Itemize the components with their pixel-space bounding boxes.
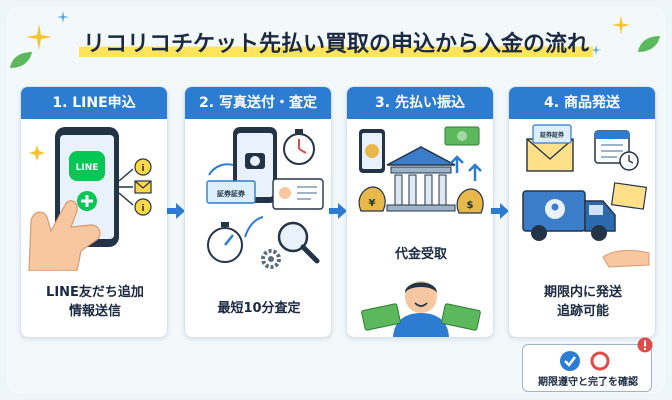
smartphone-line-icon: LINE i i — [28, 127, 152, 271]
bank-transfer-icon: ¥ $ — [358, 126, 484, 214]
step-card-line-apply: 1. LINE申込 LINE i i LINE友だち追加 情報送信 — [20, 86, 168, 338]
sparkle-icon — [56, 10, 70, 24]
step-header: 4. 商品発送 — [509, 87, 655, 119]
step-card-shipping: 4. 商品発送 証券証券 期限内に発送 追跡可能 — [508, 86, 656, 338]
page-title-text: リコリコチケット先払い買取の申込から入金の流れ — [78, 32, 593, 57]
step-caption: 最短10分査定 — [217, 301, 301, 316]
svg-text:i: i — [141, 204, 144, 214]
svg-text:¥: ¥ — [369, 198, 376, 209]
person-holding-money-icon — [361, 281, 481, 337]
leaf-icon — [638, 36, 660, 52]
arrow-right-icon — [329, 203, 347, 219]
arrow-right-icon — [491, 203, 509, 219]
page-title: リコリコチケット先払い買取の申込から入金の流れ — [0, 26, 672, 58]
confirmation-note: 期限遵守と完了を確認 — [522, 337, 653, 392]
step-card-photo-appraisal: 2. 写真送付・査定 証券証券 最短10分査定 — [184, 86, 332, 338]
step-header: 1. LINE申込 — [21, 87, 167, 119]
circle-mark-icon — [590, 351, 610, 371]
envelope-truck-shipping-icon: 証券証券 — [522, 124, 650, 268]
note-text: 期限遵守と完了を確認 — [538, 377, 638, 388]
sparkle-icon — [26, 24, 52, 50]
step-mid-label: 代金受取 — [394, 247, 447, 262]
step-header: 2. 写真送付・査定 — [185, 87, 331, 119]
check-circle-icon — [560, 351, 580, 371]
alert-icon — [637, 337, 653, 353]
svg-text:i: i — [141, 164, 144, 174]
sparkle-icon — [590, 44, 602, 56]
step-caption: LINE友だち追加 情報送信 — [46, 285, 144, 319]
svg-text:$: $ — [467, 200, 474, 211]
arrow-right-icon — [167, 203, 185, 219]
ticket-text: 証券証券 — [540, 131, 565, 139]
step-caption: 期限内に発送 追跡可能 — [543, 285, 622, 319]
line-logo-text: LINE — [76, 163, 99, 173]
step-header: 3. 先払い振込 — [347, 87, 493, 119]
sparkle-icon — [611, 15, 631, 35]
camera-phone-appraisal-icon: 証券証券 — [206, 127, 324, 269]
step-card-prepayment: 3. 先払い振込 ¥ $ 代金受取 — [346, 86, 494, 338]
leaf-icon — [10, 52, 32, 68]
ticket-text: 証券証券 — [217, 189, 246, 198]
